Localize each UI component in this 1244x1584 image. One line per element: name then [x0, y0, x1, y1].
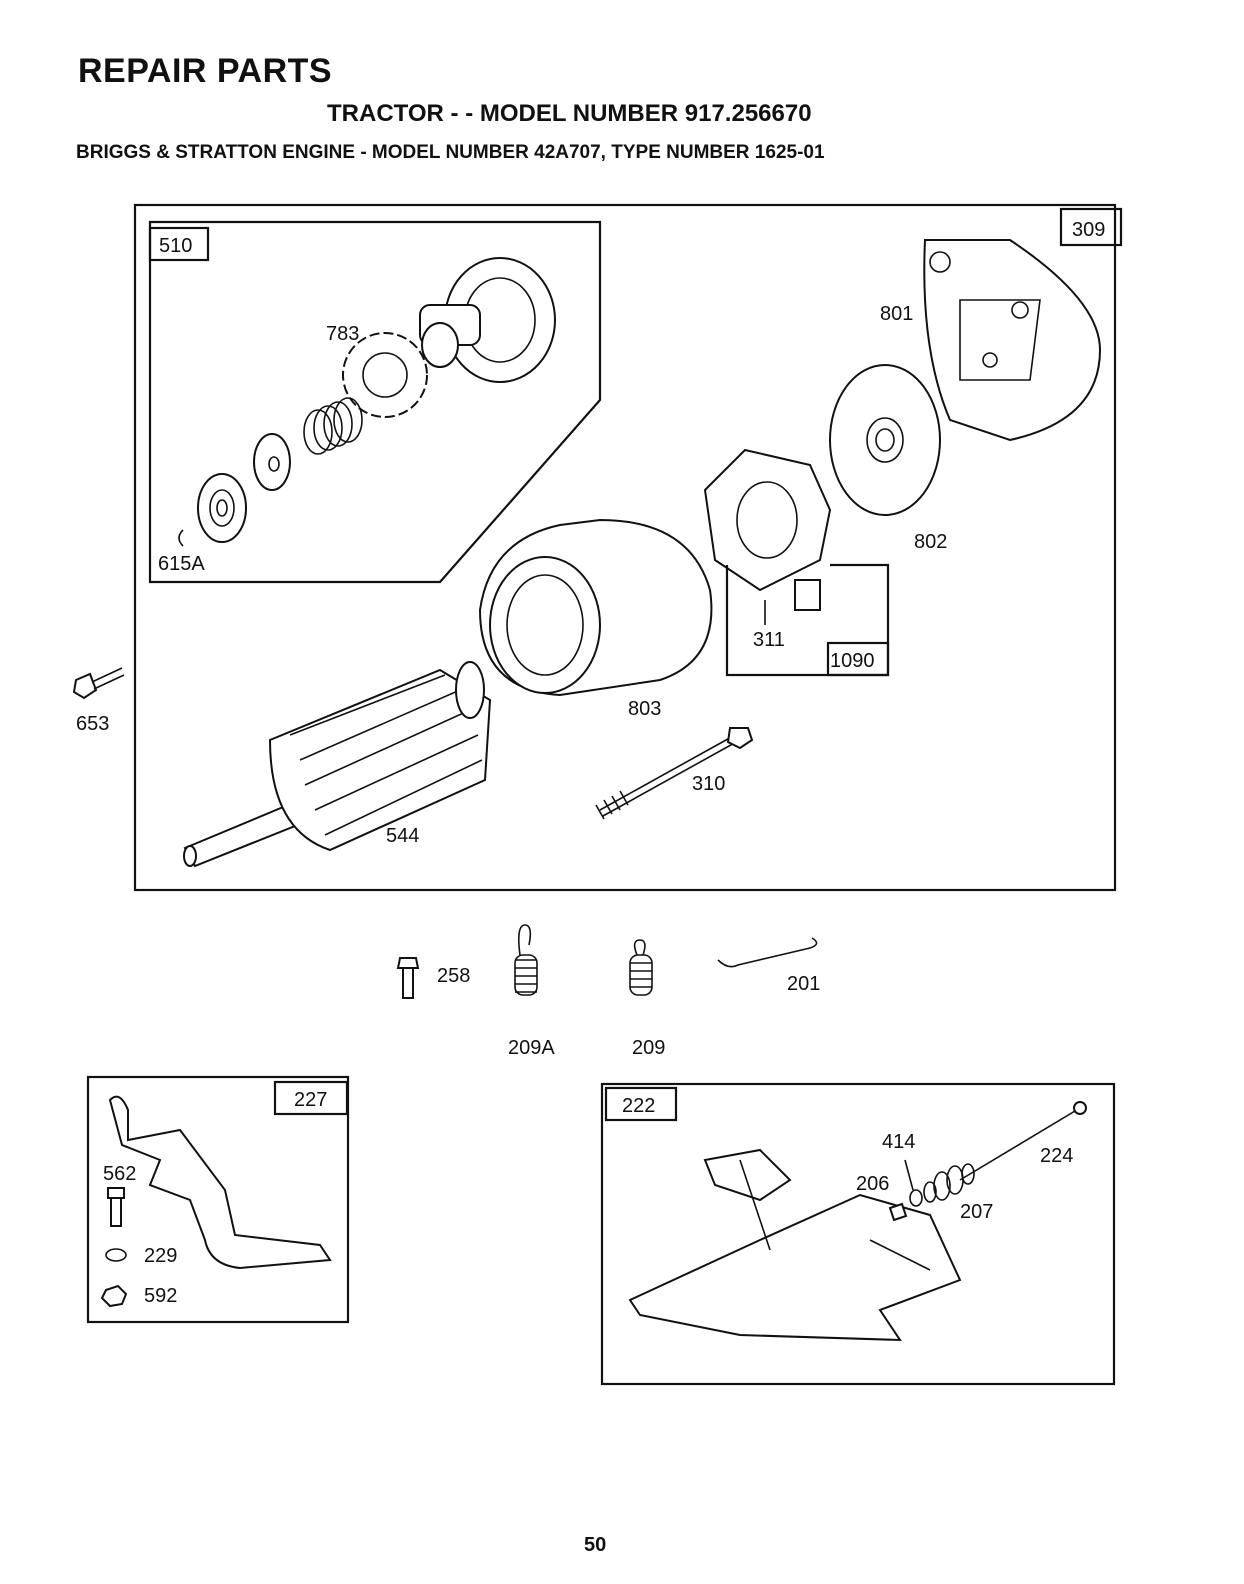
pinion-housing: [419, 257, 556, 383]
page-number: 50: [584, 1534, 607, 1556]
armature: [183, 661, 492, 868]
label-802: 802: [914, 531, 947, 553]
control-bracket: [628, 1193, 962, 1342]
box-label-309: [1059, 207, 1123, 247]
end-cap-housing: [923, 239, 1102, 442]
control-rod: [739, 1159, 771, 1251]
field-housing: [478, 518, 713, 697]
bolt-258: [396, 957, 420, 999]
label-207: 207: [960, 1201, 993, 1223]
label-311: 311: [753, 629, 785, 651]
model-subtitle: TRACTOR - - MODEL NUMBER 917.256670: [327, 100, 812, 127]
spring-209: [629, 939, 653, 996]
label-1090: 1090: [830, 650, 875, 672]
label-592: 592: [144, 1285, 177, 1307]
bracket-tab: [703, 1148, 792, 1202]
label-258: 258: [437, 965, 470, 987]
spring-209a: [514, 924, 538, 996]
label-310: 310: [692, 773, 725, 795]
label-803: 803: [628, 698, 661, 720]
pinion-gear: [342, 332, 428, 418]
label-510: 510: [159, 235, 192, 257]
starter-frame: [133, 203, 1117, 892]
label-801: 801: [880, 303, 913, 325]
drive-spring: [303, 397, 363, 455]
washer-414: [909, 1189, 923, 1207]
retaining-ring: [178, 529, 184, 547]
drive-kit-frame: [148, 220, 602, 584]
label-544: 544: [386, 825, 419, 847]
spring-207: [923, 1163, 975, 1203]
governor-lever-frame: [86, 1075, 350, 1324]
label-222: 222: [622, 1095, 655, 1117]
thrust-washer: [253, 433, 291, 491]
label-229: 229: [144, 1245, 177, 1267]
label-224: 224: [1040, 1145, 1073, 1167]
through-bolt: [595, 727, 754, 820]
label-206: 206: [856, 1173, 889, 1195]
label-309: 309: [1072, 219, 1105, 241]
control-bracket-frame: [600, 1082, 1116, 1386]
nut-206: [888, 1202, 908, 1222]
label-209: 209: [632, 1037, 665, 1059]
engine-model-line: BRIGGS & STRATTON ENGINE - MODEL NUMBER …: [76, 142, 825, 163]
washer-229: [105, 1248, 127, 1262]
governor-lever: [108, 1095, 332, 1270]
label-201: 201: [787, 973, 820, 995]
brush-holder: [703, 448, 832, 611]
label-227: 227: [294, 1089, 327, 1111]
label-414: 414: [882, 1131, 915, 1153]
nut-592: [100, 1284, 128, 1308]
label-209a: 209A: [508, 1037, 555, 1059]
box-label-222: [604, 1086, 678, 1122]
screw-562: [107, 1187, 125, 1227]
box-label-510: [148, 226, 210, 262]
link-201: [717, 937, 818, 968]
stop-collar: [197, 473, 247, 543]
governor-link: [869, 1239, 931, 1271]
label-783: 783: [326, 323, 359, 345]
end-plate: [829, 364, 941, 516]
screw-224: [959, 1101, 1087, 1181]
label-615a: 615A: [158, 553, 205, 575]
label-653: 653: [76, 713, 109, 735]
box-label-1090: [826, 641, 890, 677]
label-562: 562: [103, 1163, 136, 1185]
screw-653: [72, 667, 125, 700]
leader-414: [904, 1159, 914, 1191]
box-label-227: [273, 1080, 349, 1116]
page-title: REPAIR PARTS: [78, 52, 333, 90]
